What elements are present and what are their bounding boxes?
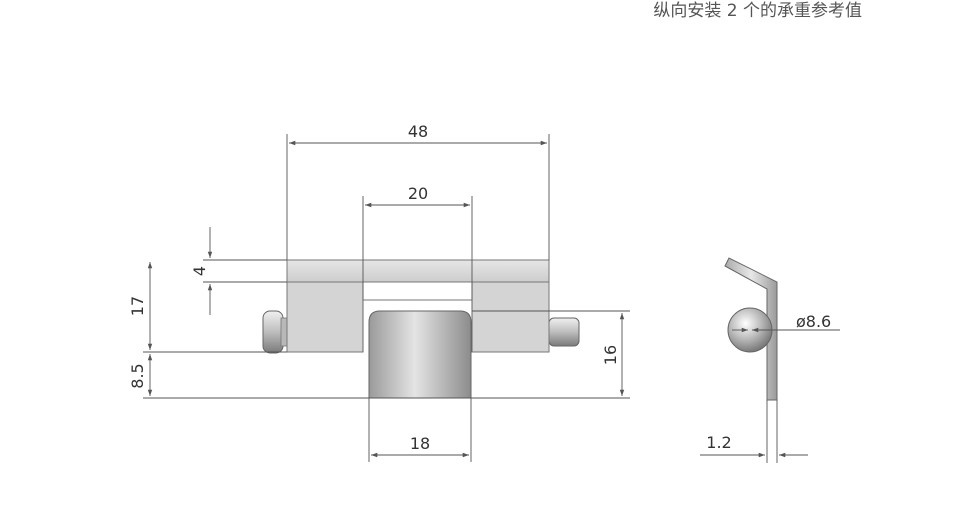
- dim-height-body: 17: [128, 296, 147, 316]
- dim-width-knuckle: 18: [410, 434, 430, 453]
- front-view: [262, 259, 580, 399]
- dim-sheet-thickness: 1.2: [706, 433, 731, 452]
- dim-width-total: 48: [408, 122, 428, 141]
- dim-height-knuckle: 16: [601, 345, 620, 365]
- left-leaf: [286, 281, 364, 353]
- dim-plate-thickness: 4: [190, 266, 209, 276]
- right-leaf: [471, 281, 550, 353]
- caption-text: 纵向安装 2 个的承重参考值: [653, 1, 862, 21]
- pin-head-left: [262, 310, 284, 354]
- dimensions: 48 20 4 17 8.5 16 18: [128, 122, 625, 458]
- dim-diameter-pin: ø8.6: [796, 312, 831, 331]
- side-view: ø8.6 1.2: [700, 257, 840, 463]
- pin-right: [548, 317, 580, 347]
- dim-offset-bottom: 8.5: [128, 363, 147, 388]
- knuckle: [368, 310, 472, 399]
- slot: [362, 281, 473, 301]
- top-plate: [286, 259, 550, 283]
- extension-lines: [143, 134, 630, 462]
- dim-width-slot: 20: [408, 184, 428, 203]
